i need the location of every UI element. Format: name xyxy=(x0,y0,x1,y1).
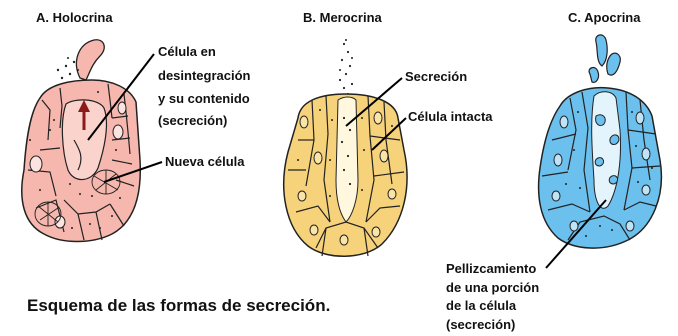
merocrine-gland: B. Merocrina xyxy=(284,10,494,256)
merocrine-label-secretion: Secreción xyxy=(405,69,467,84)
holocrine-droplet xyxy=(76,40,104,80)
merocrine-lumen xyxy=(336,97,358,222)
merocrine-label-intact-cell: Célula intacta xyxy=(408,109,493,124)
apocrine-title: C. Apocrina xyxy=(568,10,641,25)
apocrine-label-pinching: Pellizcamiento de una porción de la célu… xyxy=(446,261,543,332)
holocrine-title: A. Holocrina xyxy=(36,10,113,25)
merocrine-title: B. Merocrina xyxy=(303,10,383,25)
holocrine-gland: A. Holocrina xyxy=(22,10,254,242)
merocrine-released-dots xyxy=(339,39,353,95)
holocrine-label-disintegrating: Célula en desintegración y su contenido … xyxy=(158,44,254,128)
holocrine-label-new-cell: Nueva célula xyxy=(165,154,245,169)
apocrine-droplets xyxy=(589,35,620,82)
apocrine-gland: C. Apocrina xyxy=(446,10,661,332)
figure-caption: Esquema de las formas de secreción. xyxy=(27,296,330,315)
